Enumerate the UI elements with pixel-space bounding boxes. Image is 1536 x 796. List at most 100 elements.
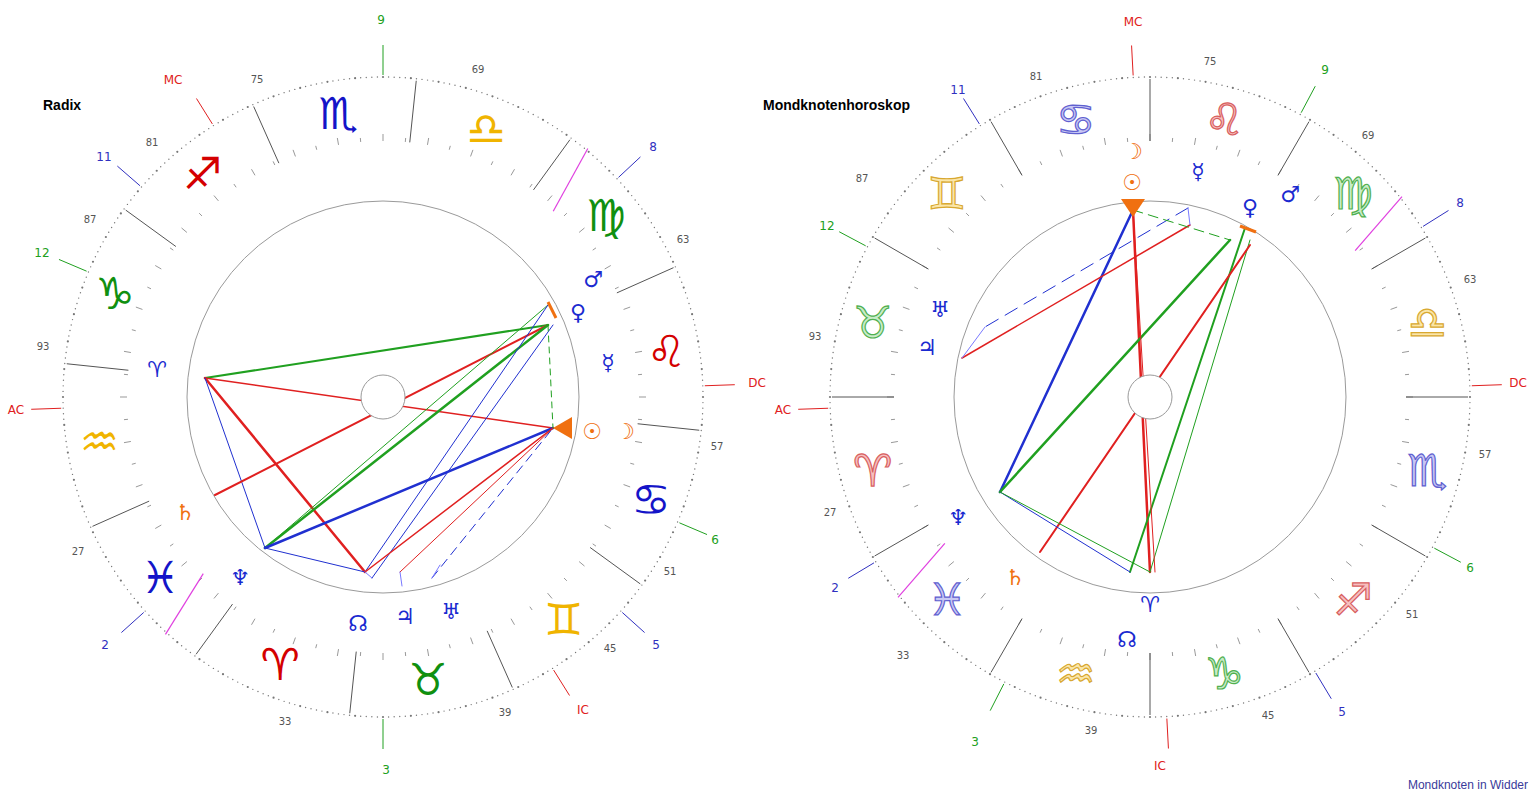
degree-dot xyxy=(1258,697,1260,699)
degree-dot xyxy=(1464,340,1466,342)
degree-tick xyxy=(1346,228,1351,232)
sign-boundary xyxy=(1150,79,1151,141)
degree-dot xyxy=(137,190,139,192)
degree-dot xyxy=(1411,579,1413,581)
sign-boundary xyxy=(1372,525,1426,556)
degree-tick xyxy=(120,397,127,398)
degree-dot xyxy=(561,662,562,663)
degree-dot xyxy=(1448,282,1449,283)
degree-tick xyxy=(914,505,918,507)
age-number: 51 xyxy=(664,567,677,577)
age-number: 87 xyxy=(84,215,97,225)
degree-dot xyxy=(1194,713,1195,714)
degree-dot xyxy=(1464,451,1466,453)
degree-dot xyxy=(848,286,850,288)
aspect-line xyxy=(205,378,365,572)
degree-dot xyxy=(454,708,455,709)
degree-dot xyxy=(257,691,258,692)
degree-dot xyxy=(694,324,695,325)
degree-dot xyxy=(915,178,916,179)
degree-dot xyxy=(897,593,898,594)
degree-dot xyxy=(984,671,985,672)
degree-tick xyxy=(1402,351,1409,352)
zodiac-rings xyxy=(31,45,1502,749)
degree-dot xyxy=(624,186,625,187)
degree-dot xyxy=(1204,711,1206,713)
degree-dot xyxy=(1359,155,1360,156)
degree-dot xyxy=(75,308,76,309)
degree-dot xyxy=(528,681,529,682)
degree-dot xyxy=(1227,86,1228,87)
degree-dot xyxy=(651,571,652,572)
degree-dot xyxy=(957,652,958,653)
degree-dot xyxy=(1387,610,1388,611)
degree-dot xyxy=(481,701,482,702)
degree-dot xyxy=(1469,413,1470,414)
degree-dot xyxy=(832,352,833,353)
degree-dot xyxy=(683,286,685,288)
degree-dot xyxy=(294,89,295,90)
age-number: 39 xyxy=(499,708,512,718)
degree-dot xyxy=(659,236,661,238)
degree-dot xyxy=(71,324,72,325)
degree-dot xyxy=(1188,714,1189,715)
degree-dot xyxy=(657,561,658,562)
degree-dot xyxy=(1210,82,1211,83)
sign-boundary xyxy=(1372,238,1426,269)
angle-label: AC xyxy=(775,404,791,416)
sign-boundary xyxy=(617,268,674,293)
degree-dot xyxy=(97,251,98,252)
degree-tick xyxy=(1382,287,1386,289)
degree-tick xyxy=(252,619,256,625)
zodiac-sign: ♓ xyxy=(927,578,966,622)
degree-dot xyxy=(931,162,932,163)
degree-dot xyxy=(1394,602,1396,604)
sign-boundary xyxy=(196,604,232,654)
degree-dot xyxy=(1368,162,1369,163)
degree-dot xyxy=(1199,80,1200,81)
degree-dot xyxy=(156,170,158,172)
aspect-line xyxy=(265,325,548,548)
degree-tick xyxy=(615,505,619,507)
degree-dot xyxy=(512,104,513,105)
degree-dot xyxy=(476,90,477,91)
degree-tick xyxy=(1346,562,1351,566)
degree-dot xyxy=(965,134,967,136)
degree-dot xyxy=(247,686,249,688)
degree-tick xyxy=(511,619,515,625)
degree-dot xyxy=(1221,708,1222,709)
degree-tick xyxy=(605,266,611,270)
degree-dot xyxy=(948,148,949,149)
degree-dot xyxy=(651,222,652,223)
degree-dot xyxy=(1468,430,1469,431)
degree-dot xyxy=(1274,102,1275,103)
degree-tick xyxy=(981,593,985,598)
zodiac-sign: ♓ xyxy=(140,556,179,600)
planet-glyph: ☿ xyxy=(1191,161,1205,183)
house-number: 6 xyxy=(711,534,719,546)
degree-dot xyxy=(1401,593,1402,594)
degree-tick xyxy=(383,134,384,141)
aspect-line xyxy=(372,325,553,578)
degree-dot xyxy=(86,276,87,277)
house-cusp xyxy=(1472,385,1502,386)
degree-dot xyxy=(980,668,981,669)
degree-dot xyxy=(1248,701,1249,702)
degree-dot xyxy=(675,526,676,527)
degree-dot xyxy=(123,208,124,209)
degree-dot xyxy=(227,676,228,677)
degree-dot xyxy=(675,266,676,267)
degree-dot xyxy=(659,556,661,558)
degree-dot xyxy=(961,655,962,656)
degree-tick xyxy=(1360,248,1363,250)
degree-dot xyxy=(217,671,218,672)
degree-dot xyxy=(232,114,233,115)
degree-dot xyxy=(857,266,858,267)
degree-dot xyxy=(939,155,940,156)
degree-tick xyxy=(1391,307,1398,309)
degree-dot xyxy=(831,430,832,431)
house-number: 9 xyxy=(1321,64,1329,76)
degree-dot xyxy=(670,256,671,257)
planet-glyph: ♄ xyxy=(1005,567,1025,589)
zodiac-sign: ♏ xyxy=(318,92,357,136)
